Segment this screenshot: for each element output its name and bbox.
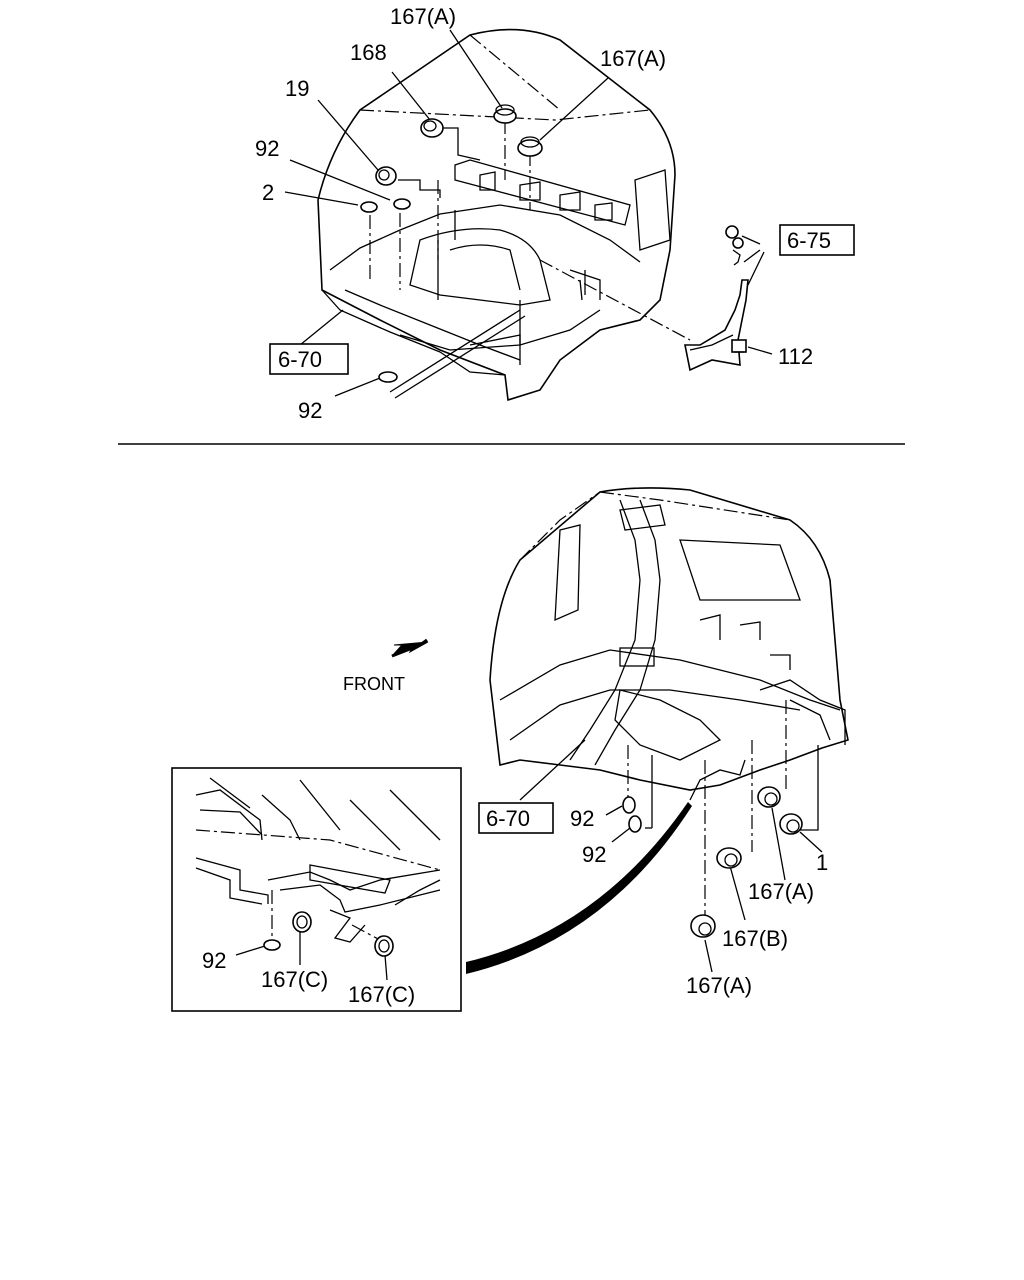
- bracket-assembly: [684, 225, 773, 372]
- plug-168: [420, 118, 444, 138]
- callout-167a-top-2: 167(A): [600, 46, 666, 71]
- plug-167a-bottom-2: [690, 914, 716, 938]
- cab-shell-top: [317, 28, 676, 402]
- callout-92-bottom-b: 92: [582, 842, 606, 867]
- callout-168: 168: [350, 40, 387, 65]
- nut-112: [731, 339, 747, 353]
- top-view: 167(A) 168 167(A) 19 92 2 6-75 6-70 112 …: [255, 4, 855, 423]
- ring-92-lower: [378, 371, 398, 383]
- detail-pointer: [466, 802, 692, 974]
- callout-92-bottom-a: 92: [570, 806, 594, 831]
- bolt-6-75: [725, 225, 744, 266]
- plug-167a-bottom-1: [757, 786, 781, 808]
- callout-112: 112: [778, 344, 813, 369]
- front-label: FRONT: [343, 674, 405, 694]
- bottom-view: FRONT: [343, 487, 849, 998]
- ring-92-bottom-a: [622, 796, 636, 814]
- callout-167a-bottom-2: 167(A): [686, 973, 752, 998]
- callout-92-top: 92: [255, 136, 279, 161]
- top-parts: [360, 104, 543, 383]
- detail-structure: [195, 777, 441, 943]
- ring-92-bottom-b: [628, 815, 642, 833]
- ring-92-top: [393, 198, 411, 210]
- plug-167a-top-1: [493, 104, 517, 124]
- plug-167c-detail-1: [292, 911, 312, 933]
- ring-92-detail: [263, 939, 281, 951]
- callout-167a-bottom-1: 167(A): [748, 879, 814, 904]
- callout-1: 1: [816, 850, 828, 875]
- detail-callouts: 92 167(C) 167(C): [202, 948, 415, 1007]
- ref-box-6-70-top: [269, 343, 349, 375]
- callout-92-lower: 92: [298, 398, 322, 423]
- bottom-leaders: [519, 700, 823, 973]
- detail-leaders: [235, 890, 388, 981]
- detail-parts: [263, 911, 394, 957]
- top-leaders: [284, 29, 691, 399]
- callout-167b: 167(B): [722, 926, 788, 951]
- detail-view: 92 167(C) 167(C): [171, 767, 462, 1012]
- ref-box-6-75: [779, 224, 855, 256]
- front-arrow-icon: [391, 638, 429, 658]
- plug-167c-detail-2: [374, 935, 394, 957]
- plug-167a-top-2: [517, 136, 543, 157]
- callout-6-70-top: 6-70: [278, 347, 322, 372]
- callout-6-75: 6-75: [787, 228, 831, 253]
- callout-167c-2: 167(C): [348, 982, 415, 1007]
- top-callouts: 167(A) 168 167(A) 19 92 2 6-75 6-70 112 …: [255, 4, 855, 423]
- plug-167b: [716, 847, 742, 869]
- detail-frame: [171, 767, 462, 1012]
- callout-19: 19: [285, 76, 309, 101]
- callout-2: 2: [262, 180, 274, 205]
- callout-92-detail: 92: [202, 948, 226, 973]
- bottom-callouts: 6-70 92 92 1 167(A) 167(B) 167(A): [478, 802, 828, 998]
- plug-19: [375, 166, 397, 186]
- bottom-parts: [622, 786, 803, 938]
- plug-1: [779, 813, 803, 835]
- callout-6-70-bottom: 6-70: [486, 806, 530, 831]
- ref-box-6-70-bottom: [478, 802, 554, 834]
- callout-167c-1: 167(C): [261, 967, 328, 992]
- cab-shell-bottom: [489, 487, 849, 801]
- callout-167a-top-1: 167(A): [390, 4, 456, 29]
- ring-2-top: [360, 201, 378, 213]
